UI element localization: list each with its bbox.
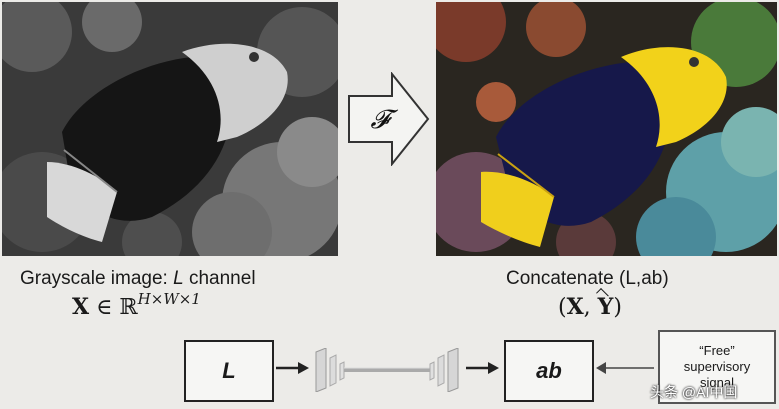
dimension-superscript: H×W×1: [137, 290, 201, 308]
caption-L: L: [173, 268, 184, 289]
output-pair-formula: (X, Y): [558, 294, 622, 320]
input-dimension-formula: X ∈ ℝH×W×1: [72, 290, 201, 320]
input-L-box: L: [184, 340, 274, 402]
paren-close: ): [613, 295, 622, 320]
colorized-fish-image: [436, 2, 777, 256]
symbol-X: X: [72, 294, 90, 320]
caption-suffix: channel: [183, 268, 256, 289]
symbol-X: X: [566, 294, 584, 320]
signal-label: signal: [700, 375, 734, 390]
arrow-to-network: [276, 362, 309, 374]
grayscale-fish-image: [2, 2, 338, 256]
grayscale-caption: Grayscale image: L channel: [20, 268, 256, 290]
supervisory-label: supervisory: [683, 359, 751, 374]
free-label: “Free”: [699, 343, 735, 358]
watermark: 头条 @AI中国: [650, 384, 738, 400]
concatenate-caption: Concatenate (L,ab): [506, 268, 669, 289]
arrow-to-ab: [466, 362, 499, 374]
cnn-network-icon: [315, 348, 459, 392]
paren-open: (: [558, 295, 567, 320]
symbol-Y-hat: Y: [597, 294, 614, 320]
symbol-R: ℝ: [119, 295, 138, 320]
mapping-arrow: 𝓕: [348, 71, 430, 167]
symbol-in: ∈: [96, 295, 113, 320]
output-ab-box: ab: [504, 340, 594, 402]
free-supervisory-signal-box: “Free” supervisory signal: [658, 330, 776, 404]
comma: ,: [583, 295, 591, 320]
arrow-from-supervision: [596, 362, 654, 374]
caption-prefix: Grayscale image:: [20, 268, 174, 289]
